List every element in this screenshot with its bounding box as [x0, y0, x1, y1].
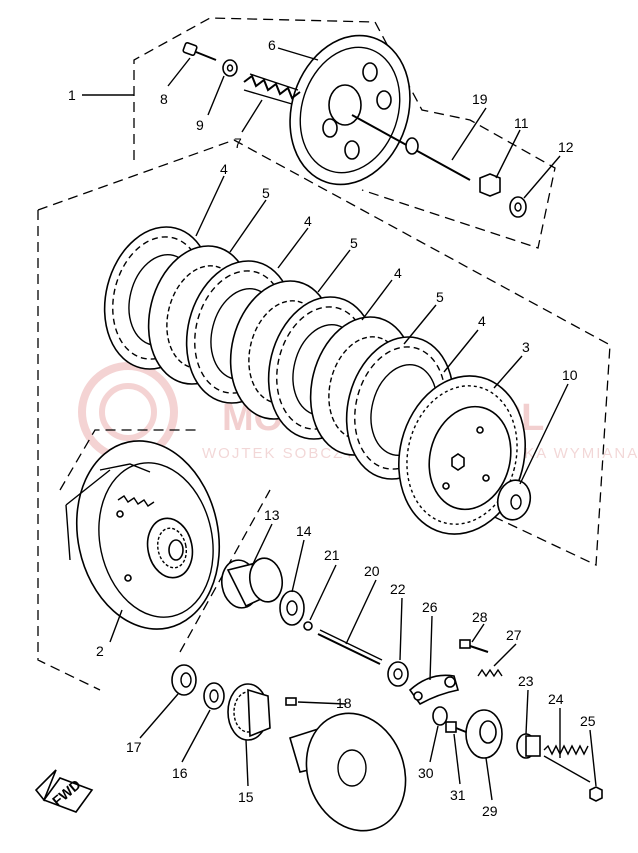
part-number: 15 — [238, 789, 254, 805]
part-number: 5 — [350, 235, 358, 251]
part-number: 1 — [68, 87, 76, 103]
part-number: 8 — [160, 91, 168, 107]
part-number: 2 — [96, 643, 104, 659]
adjust-worm — [516, 733, 541, 759]
drive-gear-washer — [203, 682, 225, 710]
part-number: 4 — [478, 313, 486, 329]
part-number: 30 — [418, 765, 434, 781]
part-number: 20 — [364, 563, 380, 579]
group-outlines — [37, 17, 611, 691]
part-number: 31 — [450, 787, 466, 803]
adjust-screw — [459, 639, 489, 653]
adjust-bolt — [543, 744, 591, 783]
part-number: 5 — [262, 185, 270, 201]
part-number: 28 — [472, 609, 488, 625]
lever-bolt — [445, 721, 467, 733]
part-number: 14 — [296, 523, 312, 539]
spring-washer — [222, 59, 238, 77]
steel-ball — [303, 621, 313, 631]
part-number: 4 — [304, 213, 312, 229]
o-ring — [432, 706, 448, 726]
part-number: 4 — [220, 161, 228, 177]
push-rod-assembly — [351, 114, 527, 218]
part-number: 18 — [336, 695, 352, 711]
boss-washer — [496, 479, 532, 521]
part-number: 13 — [264, 507, 280, 523]
part-number: 9 — [196, 117, 204, 133]
woodruff-key — [285, 697, 297, 706]
leader-lines — [82, 47, 597, 801]
part-number: 4 — [394, 265, 402, 281]
clutch-plate-stack — [103, 226, 455, 480]
part-number: 16 — [172, 765, 188, 781]
part-number: 21 — [324, 547, 340, 563]
push-rod-short — [317, 629, 383, 665]
outline-pressure-plate-group — [133, 17, 556, 249]
push-lever — [408, 674, 460, 706]
drive-gear-nut — [171, 664, 197, 696]
primary-drive-gear — [227, 683, 271, 741]
part-number: 22 — [390, 581, 406, 597]
part-number: 6 — [268, 37, 276, 53]
part-number: 19 — [472, 91, 488, 107]
part-number: 25 — [580, 713, 596, 729]
pressure-plate — [289, 34, 411, 186]
part-number: 29 — [482, 803, 498, 819]
part-number-labels: 1 2 3 4 4 4 4 5 5 5 6 7 8 9 10 11 12 13 … — [68, 37, 596, 819]
crankshaft — [289, 712, 407, 832]
forward-arrow-icon: FWD — [34, 769, 94, 813]
part-number: 12 — [558, 139, 574, 155]
clutch-boss — [398, 375, 526, 535]
part-number: 11 — [514, 115, 529, 131]
part-number: 26 — [422, 599, 438, 615]
return-spring — [477, 668, 503, 678]
part-number: 10 — [562, 367, 578, 383]
part-number: 24 — [548, 691, 564, 707]
outline-lower-group — [59, 429, 200, 491]
part-number: 3 — [522, 339, 530, 355]
bearing — [387, 661, 409, 687]
lock-nut — [589, 786, 603, 802]
thrust-washer — [279, 590, 305, 626]
part-number: 23 — [518, 673, 534, 689]
clutch-housing — [65, 440, 221, 630]
spring-bolt — [182, 42, 217, 61]
part-number: 7 — [234, 135, 242, 151]
part-number: 27 — [506, 627, 522, 643]
oil-seal — [465, 709, 503, 759]
part-number: 17 — [126, 739, 142, 755]
spacer-collar — [220, 557, 284, 609]
outline-plates-group — [37, 139, 611, 691]
clutch-spring — [243, 73, 301, 105]
part-number: 5 — [436, 289, 444, 305]
